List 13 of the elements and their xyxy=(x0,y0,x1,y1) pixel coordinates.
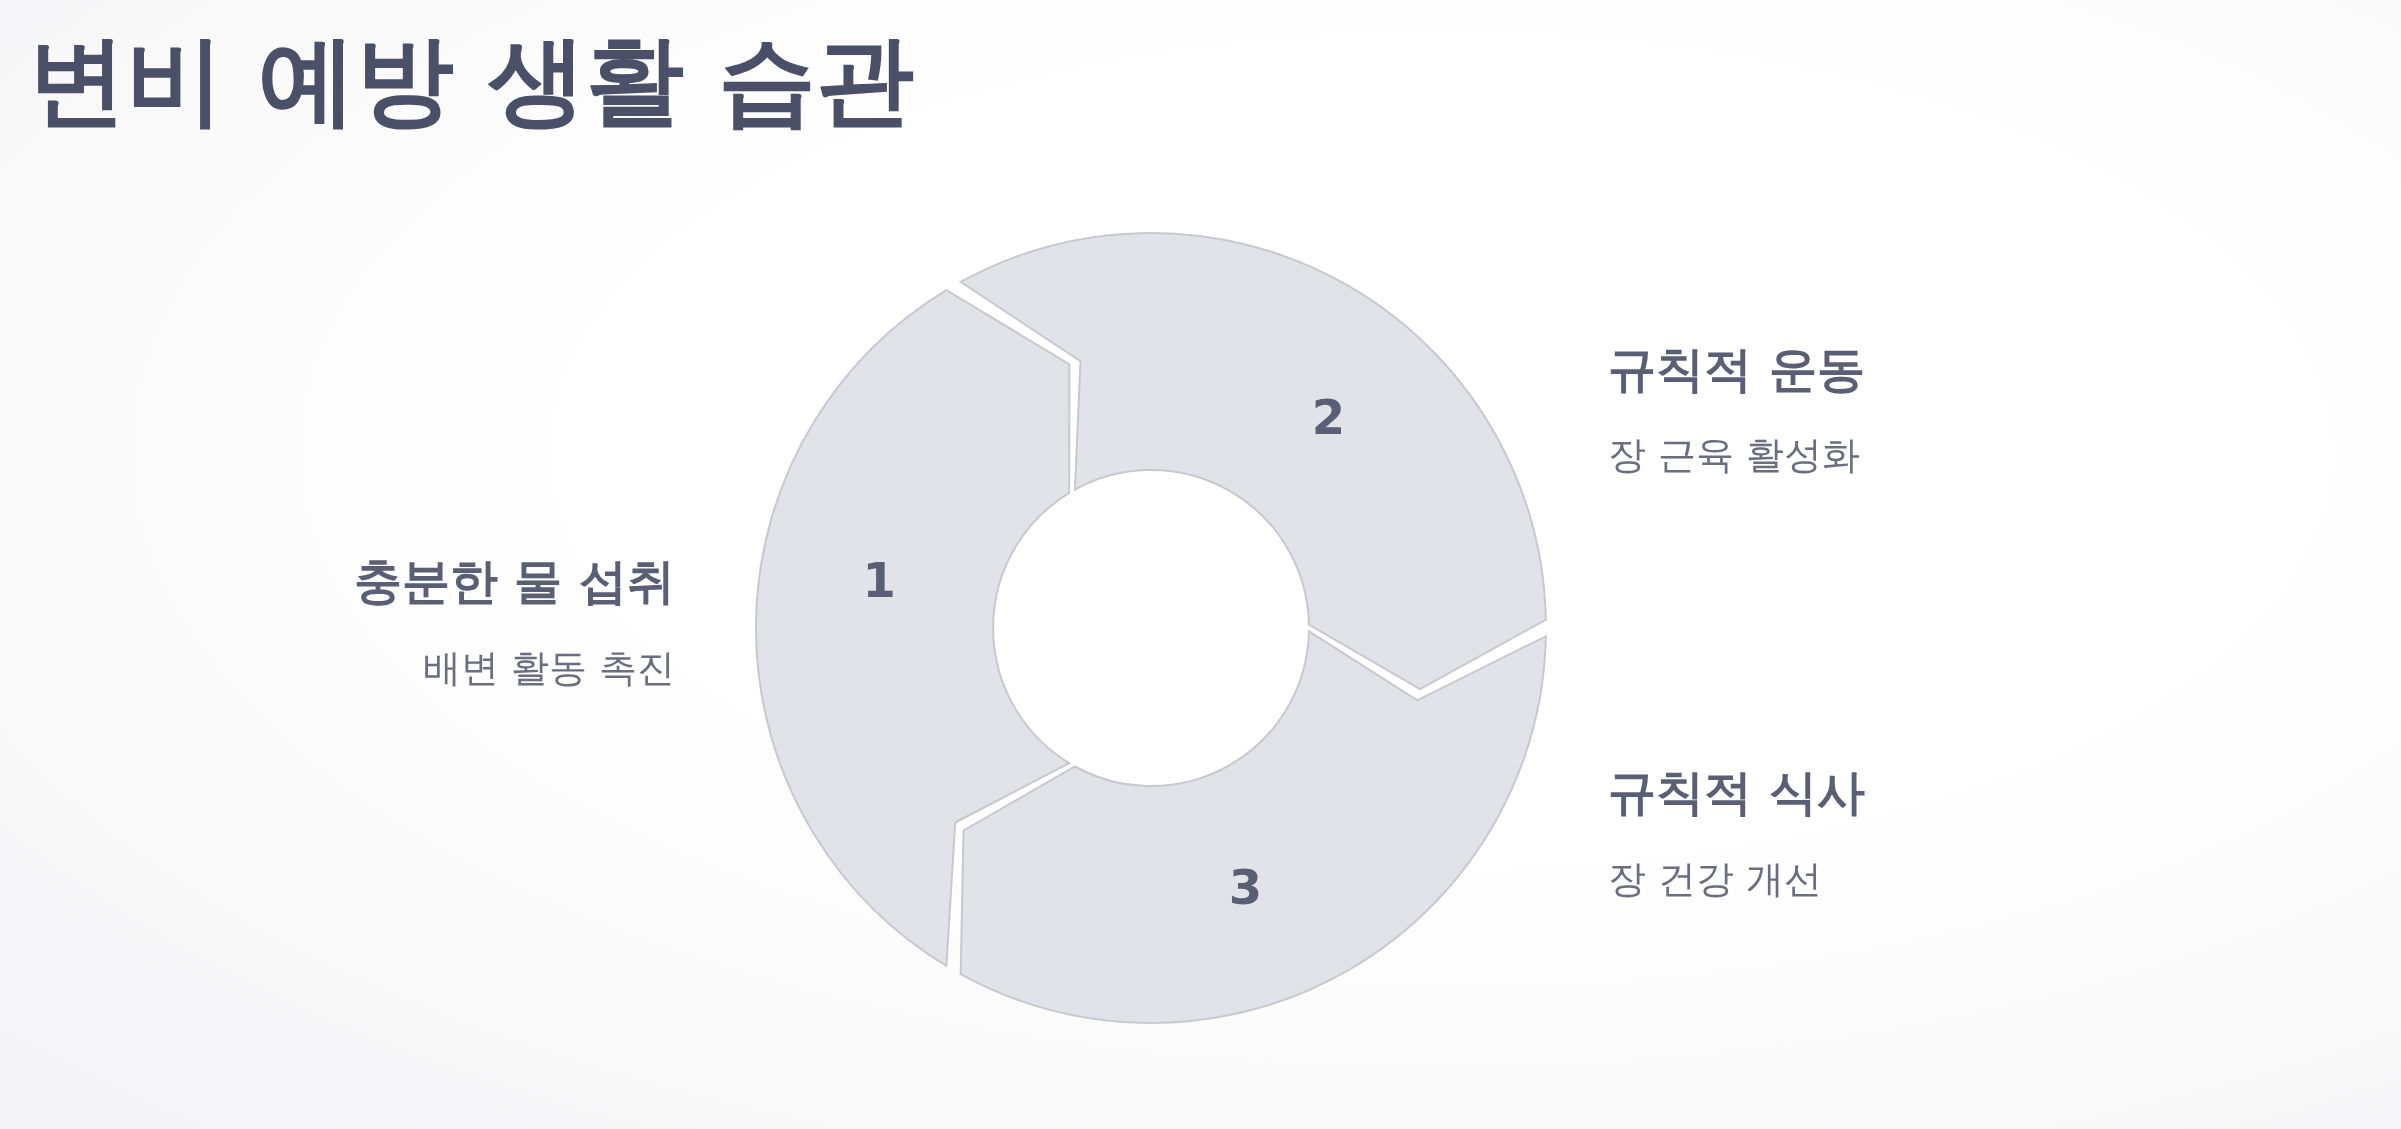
title: 변비 예방 생활 습관 xyxy=(28,22,915,139)
step-description: 배변 활동 촉진 xyxy=(422,646,675,692)
ring-segment xyxy=(959,232,1547,691)
step-number: 1 xyxy=(862,556,896,605)
ring-segment xyxy=(959,630,1547,1024)
step-heading: 규칙적 운동 xyxy=(1608,341,1865,399)
ring-segment xyxy=(754,289,1071,967)
step-heading: 규칙적 식사 xyxy=(1608,764,1865,822)
step-number: 3 xyxy=(1228,863,1263,912)
step-number: 2 xyxy=(1311,392,1346,441)
step-description: 장 근육 활성화 xyxy=(1608,433,1861,479)
step-description: 장 건강 개선 xyxy=(1608,857,1823,903)
step-heading: 충분한 물 섭취 xyxy=(353,553,675,611)
